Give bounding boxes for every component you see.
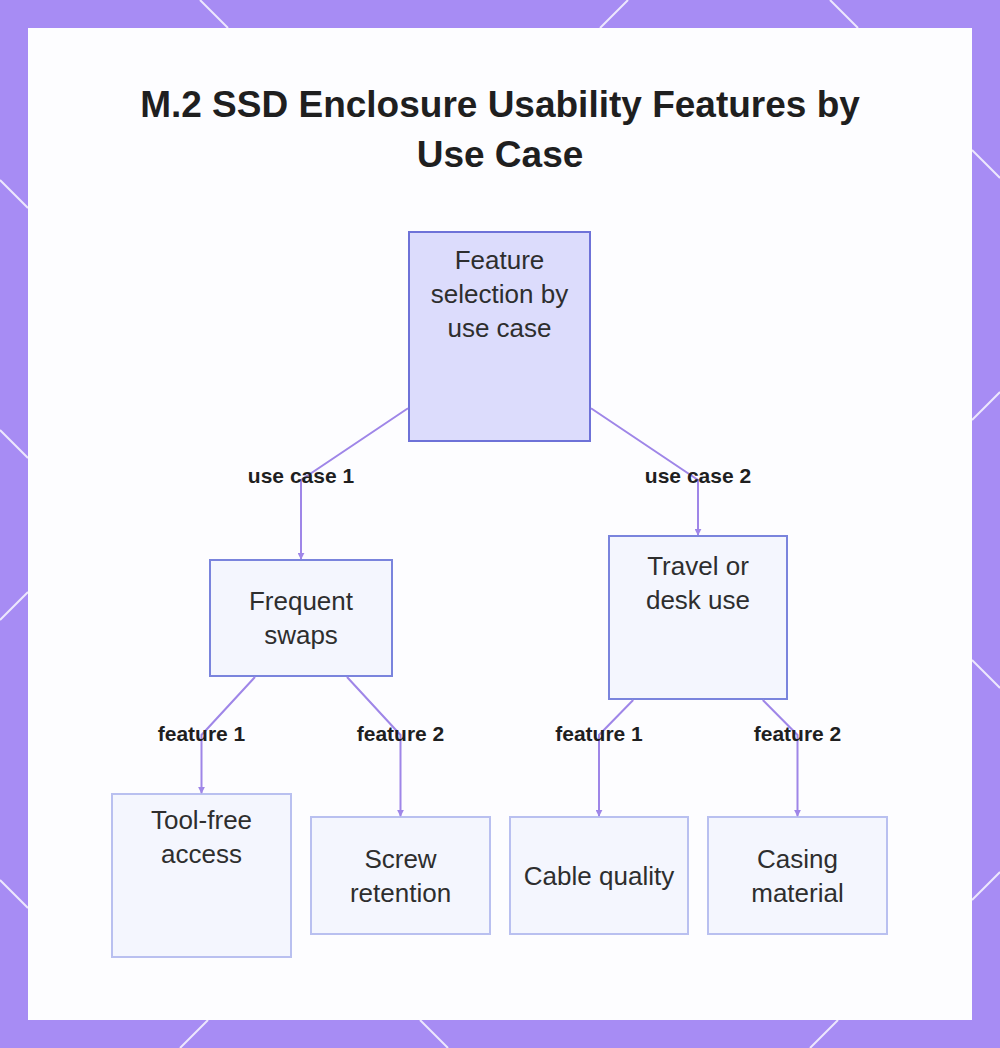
- node-text: Feature selection by use case: [420, 243, 579, 345]
- node-text: Tool-free access: [123, 803, 280, 871]
- process-box: Screw retention: [310, 816, 491, 935]
- process-box: Casing material: [707, 816, 888, 935]
- edge-label: feature 1: [555, 722, 643, 746]
- connector-arrow: [347, 677, 401, 816]
- process-box: Cable quality: [509, 816, 689, 935]
- edge-label: feature 2: [754, 722, 842, 746]
- node-text: Casing material: [719, 842, 876, 910]
- root-box: Feature selection by use case: [408, 231, 591, 442]
- connector-arrow: [763, 700, 798, 816]
- edge-label: feature 1: [158, 722, 246, 746]
- node-text: Travel or desk use: [620, 549, 776, 617]
- node-text: Screw retention: [322, 842, 479, 910]
- process-box: Travel or desk use: [608, 535, 788, 700]
- process-box: Frequent swaps: [209, 559, 393, 677]
- edge-label: use case 2: [645, 464, 751, 488]
- diagram-title: M.2 SSD Enclosure Usability Features by …: [120, 80, 880, 180]
- node-text: Frequent swaps: [221, 584, 381, 652]
- edge-label: feature 2: [357, 722, 445, 746]
- connector-arrow: [599, 700, 633, 816]
- edge-label: use case 1: [248, 464, 354, 488]
- process-box: Tool-free access: [111, 793, 292, 958]
- node-text: Cable quality: [524, 859, 674, 893]
